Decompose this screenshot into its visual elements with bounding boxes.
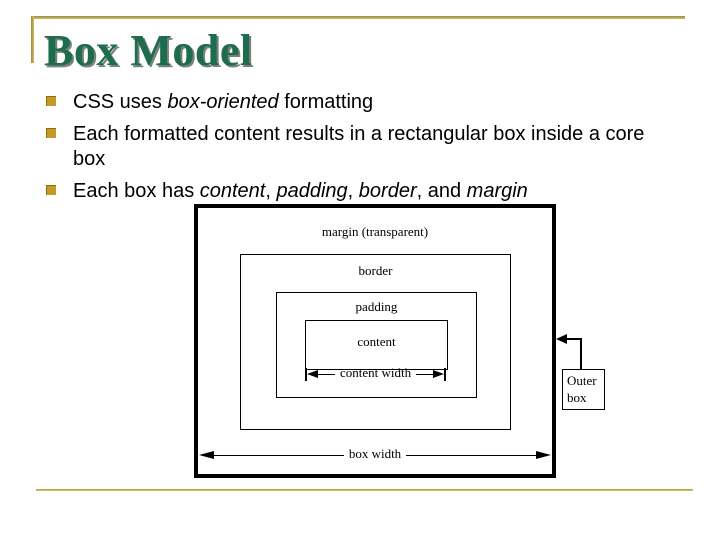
arrow-right-icon (433, 370, 445, 378)
dimension-line (416, 373, 434, 375)
content-width-dimension: content width (305, 365, 447, 381)
padding-rect: padding content content width (276, 292, 477, 398)
dimension-line (406, 454, 536, 456)
margin-label: margin (transparent) (321, 224, 429, 239)
content-width-label: content width (339, 365, 412, 380)
outer-box-label-line2: box (567, 390, 587, 405)
outer-box-connector-vertical (580, 338, 582, 370)
content-label: content (357, 334, 396, 349)
box-width-label: box width (348, 446, 402, 461)
top-accent-line (32, 16, 685, 19)
bullet-square-icon (46, 96, 56, 106)
dimension-tick (305, 367, 307, 381)
arrow-left-icon (307, 370, 318, 378)
outer-box-callout: Outer box (562, 369, 605, 410)
arrow-left-icon (199, 451, 214, 459)
dimension-line (214, 454, 344, 456)
bullet-text: CSS uses box-oriented formatting (73, 91, 374, 113)
dimension-tick (444, 367, 447, 381)
border-label: border (358, 263, 393, 278)
bullet-list: CSS uses box-oriented formatting Each fo… (46, 90, 658, 211)
slide-title: Box Model (44, 26, 253, 75)
bullet-item: CSS uses box-oriented formatting (46, 90, 658, 115)
left-accent-line (31, 16, 34, 63)
padding-label: padding (355, 299, 398, 314)
bottom-accent-line (36, 489, 693, 491)
outer-box-arrow-icon (556, 334, 567, 344)
bullet-item: Each formatted content results in a rect… (46, 122, 658, 172)
border-rect: border padding content content width (240, 254, 511, 430)
bullet-item: Each box has content, padding, border, a… (46, 179, 658, 204)
box-width-dimension: box width (199, 446, 551, 462)
bullet-text: Each box has content, padding, border, a… (73, 180, 528, 202)
content-rect: content (305, 320, 448, 370)
bullet-square-icon (46, 185, 56, 195)
arrow-right-icon (536, 451, 551, 459)
bullet-square-icon (46, 128, 56, 138)
box-model-diagram: margin (transparent) border padding cont… (194, 204, 556, 478)
bullet-text: Each formatted content results in a rect… (73, 123, 645, 170)
outer-box-label-line1: Outer (567, 373, 597, 388)
outer-box-connector-horizontal (565, 338, 582, 340)
dimension-line (318, 373, 335, 375)
